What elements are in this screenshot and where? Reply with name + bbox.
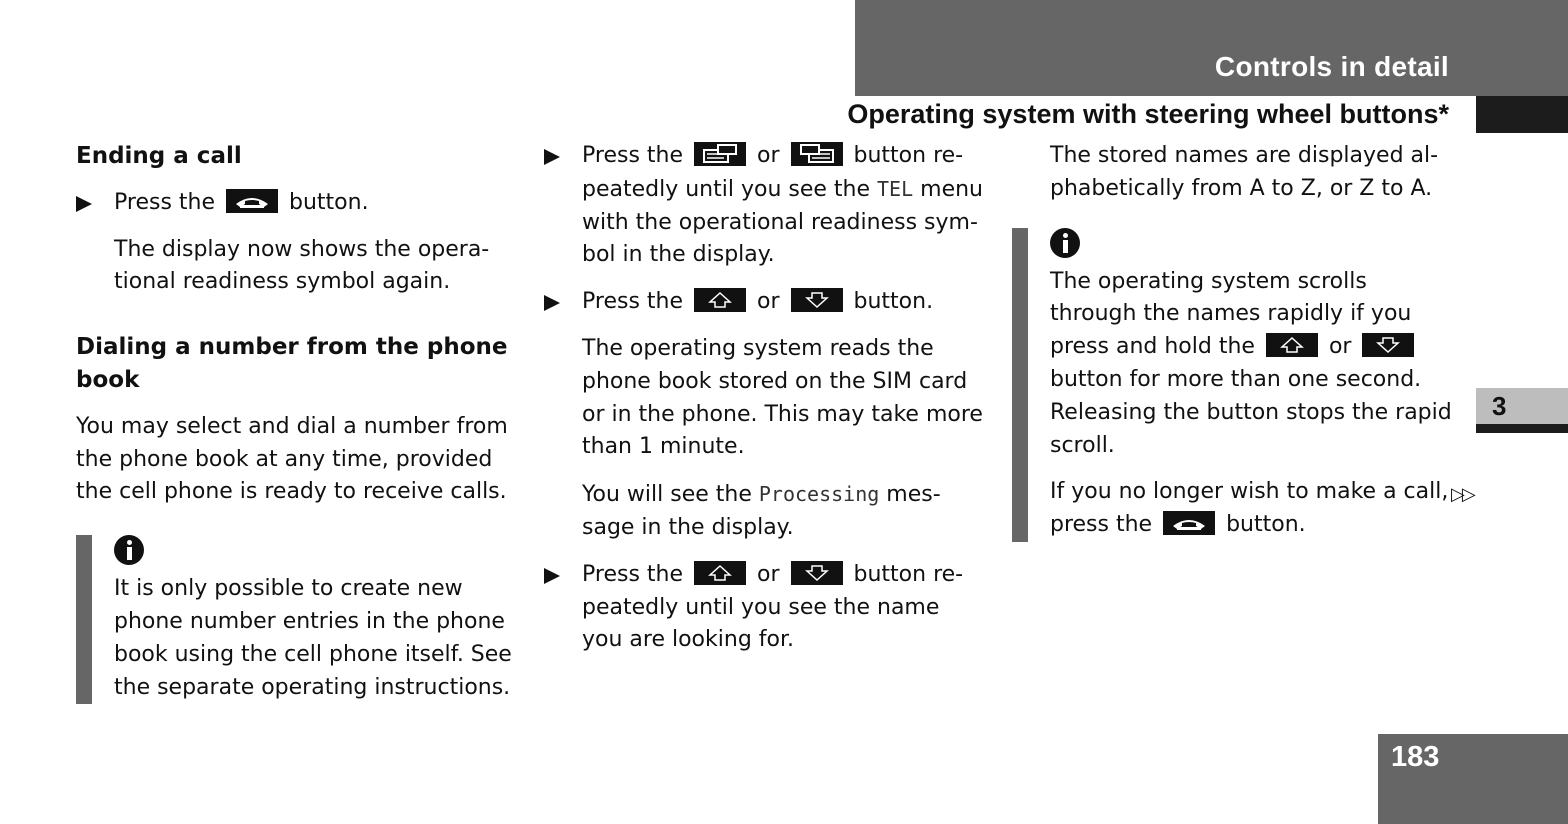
step-result-processing: You will see the Processing mes-sage in … [544,478,984,545]
step-text: button re-peatedly until you see the nam… [582,561,964,653]
note-text-part: button. [1226,512,1306,538]
note-text-part: button for more than one second. Releasi… [1050,366,1452,458]
step-text: button. [289,189,369,215]
down-arrow-icon [1362,333,1415,358]
step-text: Press the [582,561,683,587]
up-arrow-icon [1265,333,1318,358]
step-text: Press the [582,143,683,168]
note-text: The operating system scrolls through the… [1050,266,1457,463]
page-subtitle: Operating system with steering wheel but… [847,99,1449,129]
step-arrow-icon [76,195,92,212]
section-title: Controls in detail [1214,51,1449,82]
info-note: It is only possible to create new phone … [76,535,521,705]
chapter-tab [1476,388,1568,424]
paragraph-end-call: If you no longer wish to make a call, pr… [1050,476,1457,542]
continue-marker: ▷▷ [1451,484,1476,505]
step-text: You will see the [582,482,752,508]
column-2: Press the or button re-peatedly until yo… [544,140,984,671]
note-text-part: or [1328,334,1352,360]
step-text: Press the [582,289,683,315]
display-code-tel: TEL [877,176,914,201]
step-result: The operating system reads the phone boo… [582,335,983,460]
paragraph-dialing: You may select and dial a number from th… [76,413,508,505]
header-bar [855,0,1568,96]
note-text: It is only possible to create new phone … [114,576,512,700]
column-1: Ending a call Press the button. The disp… [76,140,521,705]
step-read-phonebook: Press the or button. [544,286,984,319]
up-arrow-icon [694,288,746,313]
step-select-tel-menu: Press the or button re-peatedly until yo… [544,140,984,272]
step-text: button re-peatedly until you see the [582,143,964,202]
step-text: Press the [114,189,215,215]
step-text: or [757,289,780,315]
display-code-processing: Processing [758,482,880,507]
down-arrow-icon [790,288,843,313]
info-icon [1050,227,1080,258]
end-call-icon [1163,511,1216,536]
page-number-box [1378,734,1568,824]
chapter-number: 3 [1492,391,1507,421]
note-bar [1012,227,1028,542]
step-scroll-names: Press the or button re-peatedly until yo… [544,559,984,657]
paragraph-sorting: The stored names are displayed al-phabet… [1050,143,1439,201]
column-3: The stored names are displayed al-phabet… [1012,140,1457,542]
step-text: mes-sage in the display. [582,482,941,540]
info-note: The operating system scrolls through the… [1012,227,1457,542]
page-number: 183 [1391,741,1440,773]
step-text: menu with the operational readiness sym-… [582,176,983,268]
down-arrow-icon [790,560,843,585]
step-result: The display now shows the opera-tional r… [114,236,490,295]
step-arrow-icon [544,149,560,165]
page-left-icon [694,142,746,166]
step-text: or [757,143,780,168]
step-arrow-icon [544,567,560,584]
step-end-call: Press the button. [76,187,521,220]
up-arrow-icon [694,560,746,585]
note-text-part: The operating system scrolls through the… [1050,268,1412,360]
note-text-part: If you no longer wish to make a call, pr… [1050,479,1449,538]
note-bar [76,535,92,705]
heading-dialing: Dialing a number from the phone book [76,334,508,393]
step-text: button. [853,289,934,315]
step-arrow-icon [544,295,560,312]
heading-ending-call: Ending a call [76,143,242,169]
end-call-icon [226,188,278,213]
header-accent-bar [1476,96,1568,133]
info-icon [114,535,144,566]
page-right-icon [790,142,843,166]
chapter-tab-accent [1476,424,1568,433]
step-text: or [757,561,780,587]
